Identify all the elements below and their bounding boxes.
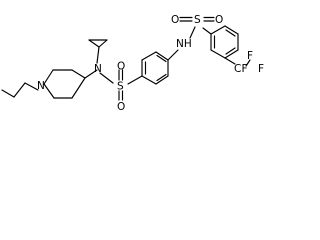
atom-label-s-right: S [194, 14, 201, 26]
bond-propyl-1 [24, 82, 39, 91]
bond-cyclopropyl-n [96, 46, 100, 64]
atom-label-s-left: S [117, 81, 124, 93]
atom-label-o-right-left: O [171, 14, 179, 26]
bond-ring1-de [155, 51, 169, 61]
atom-label-f-top: F [247, 50, 253, 62]
atom-label-o-left-bottom: O [117, 101, 125, 113]
atom-s-left: S [117, 81, 124, 93]
bond-propyl-2 [13, 82, 26, 98]
bond-propyl-3 [1, 89, 15, 98]
atom-n-amine: N [94, 63, 102, 75]
atom-label-cf3-f-inline: F [242, 63, 248, 75]
atom-label-f-right: F [258, 63, 264, 75]
bond-ring2-pq [210, 25, 226, 35]
bond-ring2-qr [224, 25, 239, 35]
atom-cf3: C F F F [234, 50, 264, 75]
bond-cf3-f-top [245, 59, 251, 67]
bond-ring1-ef [141, 51, 157, 61]
bond-ring2-inner-3 [225, 47, 236, 55]
bond-ring1-ab [141, 75, 157, 85]
bond-pip-3 [43, 69, 54, 85]
atom-label-o-right-right: O [215, 14, 223, 26]
atom-s-right: S [194, 14, 201, 26]
bond-ring2-tu [210, 49, 226, 59]
bond-ring1-bc [155, 75, 169, 85]
atom-o-right-left: O [171, 14, 179, 26]
atom-n-ring: N [37, 80, 45, 92]
atom-label-n-amine: N [94, 63, 102, 75]
bond-ring2-cf3 [224, 57, 236, 65]
atom-o-left-bottom: O [117, 101, 125, 113]
atom-label-cf3-c: C [234, 63, 241, 75]
bond-s-right-ring [202, 27, 212, 35]
bond-cyclopropyl-2 [98, 39, 108, 48]
bond-n-piperidine [84, 69, 98, 79]
bond-ring2-st [224, 49, 239, 59]
bond-n-s-left [99, 72, 114, 84]
atom-labels: N S O O N NH S O O C F F F [37, 14, 264, 113]
bonds [1, 16, 251, 101]
bond-s-left-ring [127, 75, 143, 85]
atom-label-n-ring: N [37, 80, 45, 92]
bond-pip-1 [71, 69, 86, 79]
atom-label-nh: NH [176, 38, 192, 50]
atom-o-right-right: O [215, 14, 223, 26]
bond-cyclopropyl-1 [88, 39, 100, 48]
atom-label-o-left-top: O [117, 61, 125, 73]
bond-nh-s-right [189, 26, 196, 39]
atom-nh: NH [176, 38, 192, 50]
bond-pip-6 [71, 77, 86, 99]
bond-ring1-inner-3 [156, 54, 167, 63]
bond-ring1-nh [167, 49, 179, 61]
atom-o-left-top: O [117, 61, 125, 73]
bond-pip-4 [43, 83, 55, 99]
bond-ring1-inner-2 [156, 73, 167, 82]
chemical-structure: N S O O N NH S O O C F F F [1, 14, 264, 113]
bond-ring2-inner-2 [225, 29, 236, 37]
